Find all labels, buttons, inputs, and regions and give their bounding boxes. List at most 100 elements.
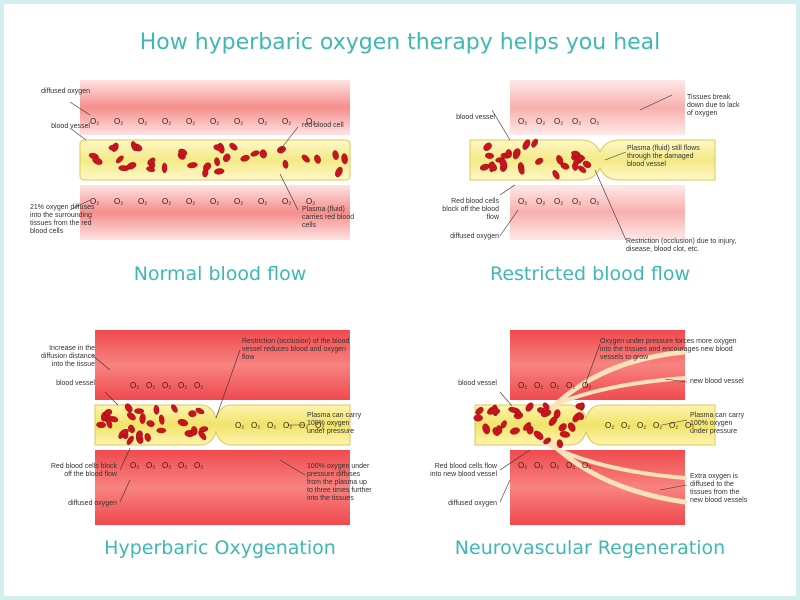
red-blood-cell [533, 430, 544, 440]
red-blood-cell [259, 149, 267, 159]
red-blood-cell [213, 144, 223, 151]
label-oxygen-under-pressure: Oxygen under pressure forces more oxygen… [600, 338, 737, 361]
red-blood-cell [222, 153, 231, 163]
red-blood-cell [158, 414, 165, 425]
new-blood-vessel-lower-2 [538, 438, 687, 480]
oxygen-symbol: O₂ [572, 197, 581, 206]
red-blood-cell [483, 142, 492, 151]
oxygen-symbol: O₂ [566, 381, 575, 390]
oxygen-symbol: O₂ [194, 461, 203, 470]
label-oxygen-diffuses: 21% oxygen diffuses into the surrounding… [30, 204, 95, 235]
red-blood-cell [106, 418, 113, 429]
oxygen-symbol: O₂ [194, 381, 203, 390]
label-increase-diffusion: Increase in the diffusion distance into … [41, 345, 95, 368]
red-blood-cell [571, 150, 581, 157]
upper-tissue [80, 80, 350, 135]
blocking-red-blood-cells [479, 138, 592, 180]
red-blood-cell [139, 413, 146, 424]
red-blood-cell [119, 428, 129, 437]
red-blood-cell [482, 423, 491, 435]
red-blood-cell [542, 402, 550, 411]
oxygen-symbol: O₂ [210, 117, 219, 126]
oxygen-symbol: O₂ [653, 421, 662, 430]
oxygen-symbol: O₂ [138, 117, 147, 126]
oxygen-symbol: O₂ [162, 461, 171, 470]
red-blood-cell [126, 162, 137, 170]
red-blood-cell [156, 427, 167, 434]
oxygen-symbol: O₂ [178, 381, 187, 390]
red-blood-cell [92, 157, 103, 165]
red-blood-cell [153, 404, 160, 415]
red-blood-cell [314, 154, 321, 164]
red-blood-cell [135, 430, 143, 440]
oxygen-symbol: O₂ [114, 197, 123, 206]
red-blood-cell [229, 142, 238, 151]
red-blood-cell [124, 403, 133, 413]
label-tissues-break-down: Tissues break down due to lack of oxygen [687, 94, 740, 117]
red-blood-cell [126, 435, 134, 445]
lower-tissue [80, 185, 350, 240]
oxygen-symbol: O₂ [283, 421, 292, 430]
oxygen-symbol: O₂ [637, 421, 646, 430]
label-restriction: Restriction (occlusion) due to injury, d… [626, 238, 737, 253]
oxygen-symbol: O₂ [162, 117, 171, 126]
label-new-blood-vessel: new blood vessel [690, 378, 744, 385]
red-blood-cell [509, 427, 520, 435]
new-blood-vessel-upper-2 [538, 376, 687, 414]
oxygen-symbol: O₂ [669, 421, 678, 430]
label-plasma-carry: Plasma can carry 100% oxygen under press… [307, 412, 362, 435]
label-blood-vessel: blood vessel [458, 380, 497, 387]
oxygen-symbol: O₂ [90, 197, 99, 206]
red-blood-cell [214, 157, 220, 167]
label-diffused-oxygen: diffused oxygen [41, 88, 90, 95]
oxygen-symbol: O₂ [518, 381, 527, 390]
oxygen-symbol: O₂ [282, 117, 291, 126]
red-blood-cell [500, 420, 507, 429]
oxygen-symbol: O₂ [518, 117, 527, 126]
caption-neurovascular-regeneration: Neurovascular Regeneration [454, 537, 726, 559]
oxygen-symbol: O₂ [518, 461, 527, 470]
red-blood-cell [559, 431, 571, 438]
label-diffused-oxygen: diffused oxygen [448, 500, 497, 507]
red-blood-cell [214, 168, 225, 175]
label-blood-vessel: blood vessel [51, 123, 90, 130]
red-blood-cell [301, 154, 310, 163]
red-blood-cell [250, 150, 260, 157]
red-blood-cell [277, 146, 286, 154]
red-blood-cell [575, 402, 585, 410]
red-blood-cell [499, 158, 508, 169]
red-blood-cell [131, 141, 137, 151]
label-plasma: Plasma (fluid) carries red blood cells [302, 206, 355, 229]
label-cells-flow: Red blood cells flow into new blood vess… [430, 463, 497, 478]
oxygen-symbol: O₂ [554, 197, 563, 206]
red-blood-cell [332, 150, 339, 160]
red-blood-cell [282, 159, 289, 169]
oxygen-symbol: O₂ [210, 197, 219, 206]
red-blood-cell [240, 155, 250, 162]
oxygen-symbol: O₂ [566, 461, 575, 470]
lower-tissue [95, 450, 350, 525]
oxygen-symbol: O₂ [186, 117, 195, 126]
oxygen-symbol: O₂ [234, 117, 243, 126]
oxygen-symbol: O₂ [138, 197, 147, 206]
red-blood-cells [88, 141, 348, 178]
red-blood-cell [195, 407, 205, 415]
oxygen-symbol: O₂ [162, 381, 171, 390]
red-blood-cell [558, 423, 567, 432]
red-blood-cell [171, 404, 178, 413]
label-restriction: Restriction (occlusion) of the blood ves… [242, 338, 350, 361]
oxygen-symbol: O₂ [550, 461, 559, 470]
label-cells-block: Red blood cells block off the blood flow [442, 198, 499, 221]
oxygen-symbol: O₂ [590, 117, 599, 126]
oxygen-symbol: O₂ [536, 117, 545, 126]
red-blood-cell [127, 412, 136, 421]
red-blood-cell [341, 153, 348, 165]
